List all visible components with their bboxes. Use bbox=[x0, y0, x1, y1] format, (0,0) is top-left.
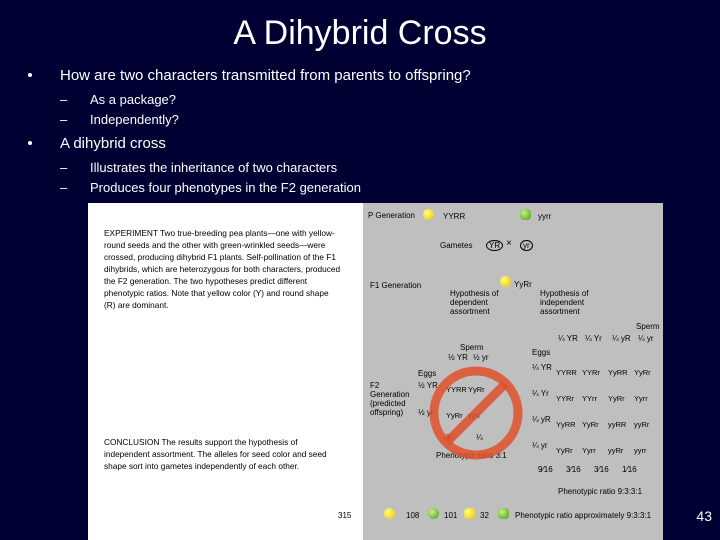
indep-cell: yyRr bbox=[634, 420, 656, 431]
indep-cell: YYRr bbox=[582, 368, 604, 379]
bullet-dot bbox=[28, 73, 32, 77]
f2-generation-label: F2 Generation (predicted offspring) bbox=[370, 381, 420, 417]
yellow-round-pea-icon bbox=[500, 276, 511, 287]
bullet-list: How are two characters transmitted from … bbox=[28, 66, 688, 198]
f1-generation-label: F1 Generation bbox=[370, 281, 421, 290]
parent1-genotype: YYRR bbox=[443, 212, 465, 221]
indep-egg-header-3: ¼ yR bbox=[532, 415, 551, 424]
hypothesis-independent: Hypothesis of independent assortment bbox=[540, 289, 610, 316]
sub-bullet-text: Illustrates the inheritance of two chara… bbox=[90, 160, 337, 175]
sperm-label: Sperm bbox=[460, 343, 484, 352]
indep-egg-header-2: ¼ Yr bbox=[532, 389, 549, 398]
indep-cell: yyRR bbox=[608, 420, 630, 431]
green-wrinkled-pea-icon bbox=[498, 508, 509, 519]
indep-cell: YYRr bbox=[556, 394, 578, 405]
indep-ratio: Phenotypic ratio 9:3:3:1 bbox=[558, 487, 642, 496]
conclusion-text: CONCLUSION The results support the hypot… bbox=[104, 436, 344, 472]
indep-egg-header-1: ¼ YR bbox=[532, 363, 552, 372]
eggs-label: Eggs bbox=[532, 348, 550, 357]
indep-fraction-3: 3⁄16 bbox=[594, 465, 609, 474]
sub-bullet-2-1: –Illustrates the inheritance of two char… bbox=[28, 158, 688, 178]
sub-bullet-1-1: –As a package? bbox=[28, 90, 688, 110]
dep-sperm-header-1: ½ YR bbox=[448, 353, 468, 362]
indep-cell: YyRr bbox=[634, 368, 656, 379]
sub-bullet-text: As a package? bbox=[90, 92, 176, 107]
sub-bullet-text: Produces four phenotypes in the F2 gener… bbox=[90, 180, 361, 195]
indep-fraction-2: 3⁄16 bbox=[566, 465, 581, 474]
indep-cell: Yyrr bbox=[634, 394, 656, 405]
p-generation-label: P Generation bbox=[368, 211, 415, 220]
result-count-2: 108 bbox=[406, 511, 419, 520]
experiment-text: EXPERIMENT Two true-breeding pea plants—… bbox=[104, 227, 342, 311]
indep-fraction-1: 9⁄16 bbox=[538, 465, 553, 474]
gamete-yr-dominant: YR bbox=[486, 240, 503, 251]
dep-sperm-header-2: ½ yr bbox=[473, 353, 489, 362]
bullet-1-text: How are two characters transmitted from … bbox=[60, 67, 471, 84]
f1-genotype: YyRr bbox=[514, 280, 532, 289]
indep-cell: YYRR bbox=[556, 368, 578, 379]
hypothesis-dependent: Hypothesis of dependent assortment bbox=[450, 289, 520, 316]
page-number: 43 bbox=[696, 508, 712, 524]
sub-bullet-2-2: –Produces four phenotypes in the F2 gene… bbox=[28, 178, 688, 198]
indep-fraction-4: 1⁄16 bbox=[622, 465, 637, 474]
indep-sperm-header-3: ¼ yR bbox=[612, 334, 631, 343]
bullet-1: How are two characters transmitted from … bbox=[28, 66, 688, 86]
gametes-label: Gametes bbox=[440, 241, 472, 250]
yellow-round-pea-icon bbox=[384, 508, 395, 519]
slide-title: A Dihybrid Cross bbox=[0, 14, 720, 53]
indep-cell: YyRR bbox=[608, 368, 630, 379]
bullet-2-text: A dihybrid cross bbox=[60, 135, 166, 152]
indep-sperm-header-1: ¼ YR bbox=[558, 334, 578, 343]
indep-cell: Yyrr bbox=[582, 446, 604, 457]
cross-symbol: × bbox=[506, 239, 512, 248]
gamete-yr-recessive: yr bbox=[520, 240, 533, 251]
green-wrinkled-pea-icon bbox=[520, 209, 531, 220]
green-round-pea-icon bbox=[428, 508, 439, 519]
indep-cell: YyRr bbox=[582, 420, 604, 431]
sub-bullet-1-2: –Independently? bbox=[28, 110, 688, 130]
indep-sperm-header-4: ¼ yr bbox=[638, 334, 654, 343]
yellow-wrinkled-pea-icon bbox=[464, 508, 475, 519]
indep-egg-header-4: ¼ yr bbox=[532, 441, 548, 450]
bullet-dot bbox=[28, 141, 32, 145]
result-count-1: 315 bbox=[338, 511, 351, 520]
results-ratio: Phenotypic ratio approximately 9:3:3:1 bbox=[515, 511, 651, 520]
indep-cell: YyRr bbox=[608, 394, 630, 405]
result-count-3: 101 bbox=[444, 511, 457, 520]
parent2-genotype: yyrr bbox=[538, 212, 551, 221]
dihybrid-cross-figure: EXPERIMENT Two true-breeding pea plants—… bbox=[88, 203, 663, 540]
indep-cell: yyRr bbox=[608, 446, 630, 457]
indep-cell: YYrr bbox=[582, 394, 604, 405]
result-count-4: 32 bbox=[480, 511, 489, 520]
indep-cell: YyRR bbox=[556, 420, 578, 431]
sperm-label: Sperm bbox=[636, 322, 660, 331]
indep-sperm-header-2: ¼ Yr bbox=[585, 334, 602, 343]
indep-cell: yyrr bbox=[634, 446, 656, 457]
yellow-round-pea-icon bbox=[423, 209, 434, 220]
sub-bullet-text: Independently? bbox=[90, 112, 179, 127]
prohibited-sign-icon bbox=[426, 363, 526, 463]
indep-cell: YyRr bbox=[556, 446, 578, 457]
bullet-2: A dihybrid cross bbox=[28, 134, 688, 154]
